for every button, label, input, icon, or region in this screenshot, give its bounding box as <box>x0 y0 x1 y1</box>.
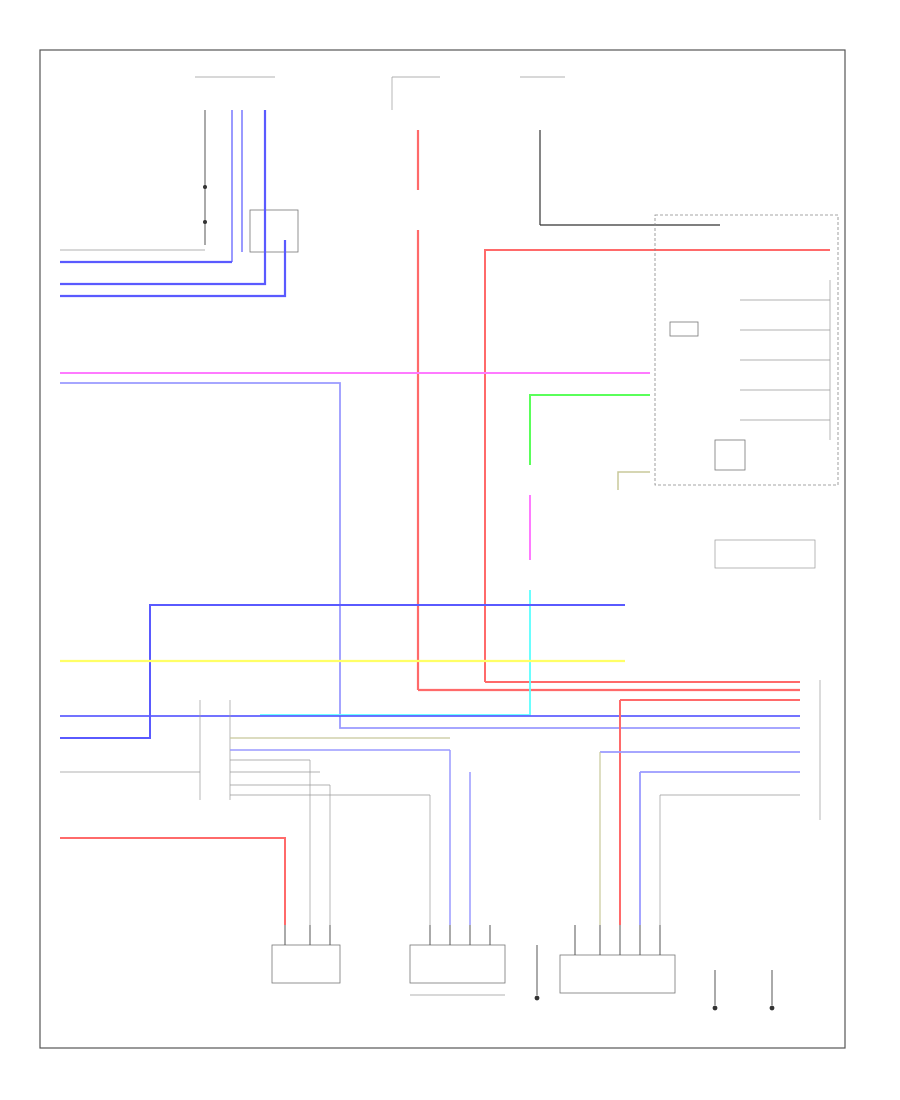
bottom-center-right-module <box>559 925 676 994</box>
cyan-wire <box>260 590 531 716</box>
combination-meter <box>654 214 839 486</box>
connector-pin <box>203 220 207 224</box>
left-mid-connector <box>60 700 601 925</box>
green-wire <box>529 394 650 465</box>
red-wire-meter <box>484 249 830 682</box>
olive-wire <box>617 471 650 490</box>
top-center-fuse-group <box>391 76 800 692</box>
top-right-fuse-group <box>520 76 720 226</box>
connector-pin <box>203 185 207 189</box>
light-blue-wire <box>60 382 800 729</box>
bottom-ground <box>534 945 540 1001</box>
blue-wire-switch <box>60 604 625 739</box>
small-box-upper-left <box>249 209 299 253</box>
bottom-right-ground-2 <box>769 970 775 1011</box>
bottom-center-module <box>409 925 506 996</box>
bottom-right-ground-1 <box>712 970 718 1011</box>
top-left-switch-group <box>60 76 299 262</box>
blue-wire-bundle-top <box>60 110 287 298</box>
ecu-right <box>600 680 821 925</box>
red-wire-bottom <box>60 837 286 925</box>
right-upper-box <box>714 539 816 569</box>
bottom-left-sensor <box>271 925 341 984</box>
diagram-frame <box>39 49 846 1049</box>
